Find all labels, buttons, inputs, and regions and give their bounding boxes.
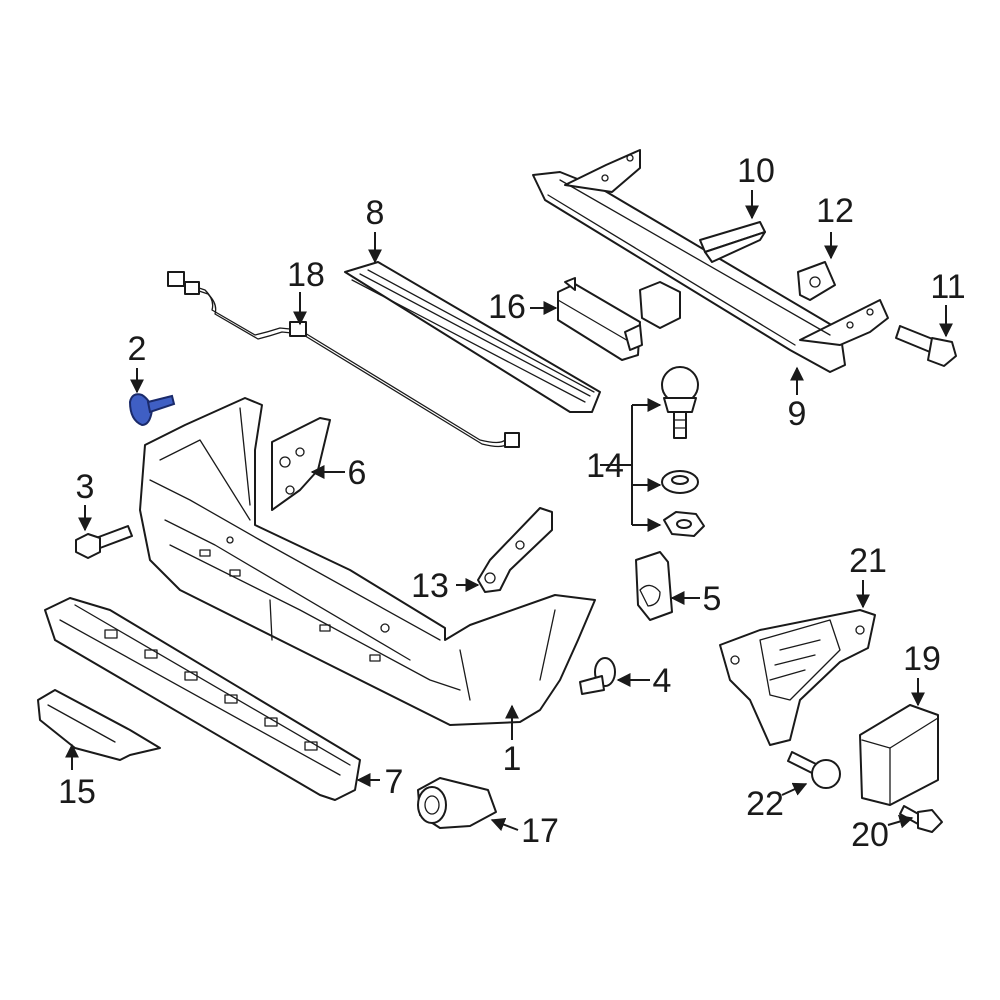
part-22-bolt[interactable] <box>787 751 841 789</box>
callout-22[interactable]: 22 <box>746 785 784 823</box>
callout-18[interactable]: 18 <box>287 256 325 294</box>
callout-16[interactable]: 16 <box>488 288 526 326</box>
part-6-bracket[interactable] <box>271 417 331 511</box>
part-13-bracket[interactable] <box>477 507 553 593</box>
callout-20[interactable]: 20 <box>851 816 889 854</box>
callout-12[interactable]: 12 <box>816 192 854 230</box>
callout-5[interactable]: 5 <box>703 580 722 618</box>
part-7-energy-absorber[interactable] <box>44 597 361 801</box>
part-12-bracket[interactable] <box>797 261 836 301</box>
callout-21[interactable]: 21 <box>849 542 887 580</box>
callout-19[interactable]: 19 <box>903 640 941 678</box>
callout-17[interactable]: 17 <box>521 812 559 850</box>
part-20-bolt[interactable] <box>899 805 943 833</box>
callout-10[interactable]: 10 <box>737 152 775 190</box>
part-10-pad[interactable] <box>699 221 766 263</box>
callout-15[interactable]: 15 <box>58 773 96 811</box>
part-14-hitch-ball[interactable] <box>661 366 699 439</box>
part-16-module[interactable] <box>557 277 643 361</box>
part-18-wiring-harness[interactable] <box>167 271 520 448</box>
callout-6[interactable]: 6 <box>348 454 367 492</box>
part-4-push-pin[interactable] <box>579 657 616 695</box>
part-2-push-pin-highlighted[interactable] <box>128 393 176 427</box>
callout-14[interactable]: 14 <box>586 447 624 485</box>
part-17-parking-sensor[interactable] <box>417 777 497 829</box>
part-21-bracket[interactable] <box>719 609 876 746</box>
part-19-module[interactable] <box>859 704 939 806</box>
callout-13[interactable]: 13 <box>411 567 449 605</box>
callout-4[interactable]: 4 <box>653 662 672 700</box>
part-3-bolt[interactable] <box>75 525 133 559</box>
leader-lines <box>65 190 953 832</box>
part-11-bolt[interactable] <box>895 325 957 367</box>
part-14-nut[interactable] <box>663 511 705 537</box>
part-9-impact-bar[interactable] <box>532 149 889 373</box>
part-14-washer[interactable] <box>661 470 699 494</box>
callout-3[interactable]: 3 <box>76 468 95 506</box>
callout-labels: 1 2 3 4 5 6 7 8 9 10 11 12 13 14 15 16 1… <box>58 152 966 854</box>
part-1-bumper-cover[interactable] <box>139 397 596 726</box>
callout-1[interactable]: 1 <box>503 740 522 778</box>
part-5-retainer[interactable] <box>635 551 673 621</box>
callout-9[interactable]: 9 <box>788 395 807 433</box>
callout-11[interactable]: 11 <box>930 268 965 306</box>
callout-7[interactable]: 7 <box>385 763 404 801</box>
part-8-step-pad[interactable] <box>344 261 601 413</box>
callout-8[interactable]: 8 <box>366 194 385 232</box>
callout-2[interactable]: 2 <box>128 330 147 368</box>
part-15-trim[interactable] <box>37 689 161 761</box>
